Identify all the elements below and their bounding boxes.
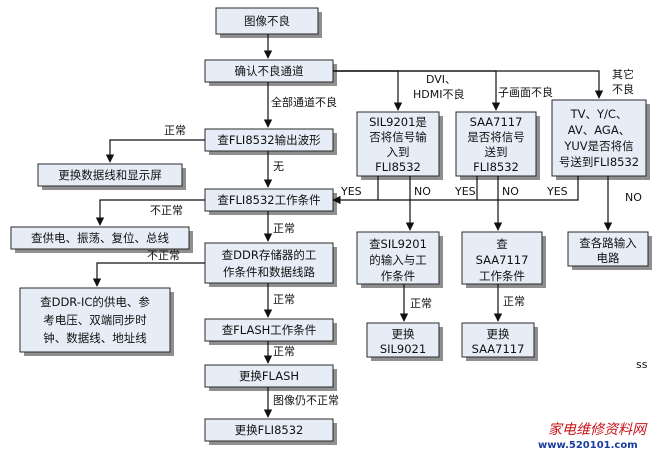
- text-start: 图像不良: [244, 14, 290, 28]
- label-saa-yes: YES: [454, 185, 476, 198]
- box-start: [215, 7, 319, 35]
- text-ddr-detail-1: 查DDR-IC的供电、参: [40, 295, 150, 309]
- box-replace-flash: [204, 364, 334, 388]
- text-check-flash: 查FLASH工作条件: [222, 323, 317, 337]
- box-saa-question: [455, 111, 537, 177]
- box-replace-cable: [37, 163, 183, 187]
- text-work-conditions: 查FLI8532工作条件: [217, 193, 320, 207]
- box-saa-replace: [461, 322, 535, 358]
- text-saa-check-2: SAA7117: [476, 253, 529, 267]
- text-other-q-3: YUV是否将信: [563, 139, 633, 153]
- box-sil-replace: [366, 322, 440, 358]
- text-saa-q-4: FLI8532: [473, 160, 519, 174]
- label-none: 无: [273, 160, 284, 173]
- label-other-yes: YES: [546, 185, 568, 198]
- label-all-channels-bad: 全部通道不良: [271, 95, 337, 109]
- label-abnormal-ddr: 不正常: [147, 249, 180, 262]
- text-saa-q-1: SAA7117: [470, 115, 523, 129]
- text-check-output: 查FLI8532输出波形: [217, 133, 321, 147]
- text-sil-replace-2: SIL9021: [380, 342, 426, 356]
- text-saa-q-3: 送到: [485, 145, 508, 159]
- text-replace-fli: 更换FLI8532: [235, 423, 304, 437]
- box-sil-question: [356, 111, 440, 177]
- text-ddr-detail-3: 钟、数据线、地址线: [43, 331, 147, 345]
- label-still-bad: 图像仍不正常: [273, 394, 339, 407]
- box-saa-check: [461, 231, 543, 285]
- text-sil-check-1: 查SIL9201: [369, 237, 427, 251]
- flow-boxes: [10, 7, 649, 442]
- text-other-check-2: 电路: [597, 251, 620, 265]
- text-saa-replace-2: SAA7117: [472, 342, 525, 356]
- edge-work-power: [95, 199, 205, 226]
- label-sil-no: NO: [414, 185, 431, 198]
- label-other-2: 不良: [612, 82, 634, 96]
- text-sil-q-4: FLI8532: [375, 160, 421, 174]
- label-pip-bad: 子画面不良: [498, 85, 553, 99]
- label-dvi-1: DVI、: [426, 73, 456, 86]
- text-check-ddr-1: 查DDR存储器的工: [222, 248, 317, 262]
- box-texts: 图像不良 确认不良通道 查FLI8532输出波形 更换数据线和显示屏 查FLI8…: [31, 14, 639, 437]
- edge-output-cable: [105, 139, 205, 163]
- box-other-question: [551, 99, 647, 177]
- edge-confirm-other: [333, 70, 604, 99]
- flow-edges: [92, 34, 613, 418]
- edge-confirm-sil: [333, 70, 403, 111]
- edge-ddr-detail: [92, 262, 205, 287]
- text-check-power: 查供电、振荡、复位、总线: [31, 231, 169, 245]
- text-confirm: 确认不良通道: [235, 64, 304, 78]
- watermark-text: 家电维修资料网: [548, 422, 648, 438]
- text-saa-check-3: 工作条件: [479, 269, 525, 283]
- text-other-q-2: AV、AGA、: [568, 123, 630, 137]
- text-other-check-1: 查各路输入: [579, 236, 637, 250]
- text-ddr-detail-2: 考电压、双端同步时: [43, 313, 147, 327]
- text-other-q-4: 号送到FLI8532: [559, 155, 639, 169]
- text-replace-flash: 更换FLASH: [239, 369, 299, 383]
- label-normal-ddr: 正常: [273, 293, 295, 306]
- label-other-no: NO: [625, 191, 642, 204]
- box-check-flash: [204, 318, 334, 342]
- corner-mark: ss: [636, 358, 648, 371]
- label-saa-no: NO: [502, 185, 519, 198]
- watermark-url: www.520101.com: [538, 440, 638, 451]
- text-saa-check-1: 查: [496, 237, 508, 251]
- box-check-power: [10, 226, 190, 250]
- box-replace-fli: [204, 418, 334, 442]
- text-other-q-1: TV、Y/C、: [570, 107, 628, 121]
- watermark: 家电维修资料网 www.520101.com ss: [538, 358, 648, 451]
- text-sil-check-2: 的输入与工: [369, 253, 427, 267]
- label-other-1: 其它: [612, 67, 634, 81]
- text-saa-q-2: 是否将信号: [467, 130, 525, 144]
- text-saa-replace-1: 更换: [487, 327, 510, 341]
- text-sil-replace-1: 更换: [392, 327, 415, 341]
- text-replace-cable: 更换数据线和显示屏: [58, 168, 162, 182]
- text-sil-q-1: SIL9201是: [369, 115, 427, 129]
- label-normal-output: 正常: [164, 124, 186, 137]
- label-normal-flash: 正常: [273, 345, 295, 358]
- label-abnormal-work: 不正常: [150, 204, 183, 217]
- label-normal-sil: 正常: [410, 297, 432, 310]
- text-sil-q-2: 否将信号输: [369, 130, 427, 144]
- box-ddr-detail: [19, 287, 171, 353]
- label-dvi-2: HDMI不良: [413, 87, 464, 101]
- label-sil-yes: YES: [340, 185, 362, 198]
- label-normal-saa: 正常: [503, 295, 525, 308]
- text-sil-q-3: 入到: [387, 145, 410, 159]
- box-check-ddr: [204, 242, 334, 284]
- label-normal-work: 正常: [273, 222, 295, 235]
- text-sil-check-3: 作条件: [381, 269, 416, 283]
- edge-labels: 全部通道不良 正常 无 不正常 正常 不正常 正常 正常 图像仍不正常 DVI、…: [147, 67, 642, 407]
- box-sil-check: [356, 231, 440, 285]
- text-check-ddr-2: 作条件和数据线路: [223, 265, 315, 279]
- box-other-check: [567, 231, 649, 267]
- edge-other-yes: [477, 176, 579, 201]
